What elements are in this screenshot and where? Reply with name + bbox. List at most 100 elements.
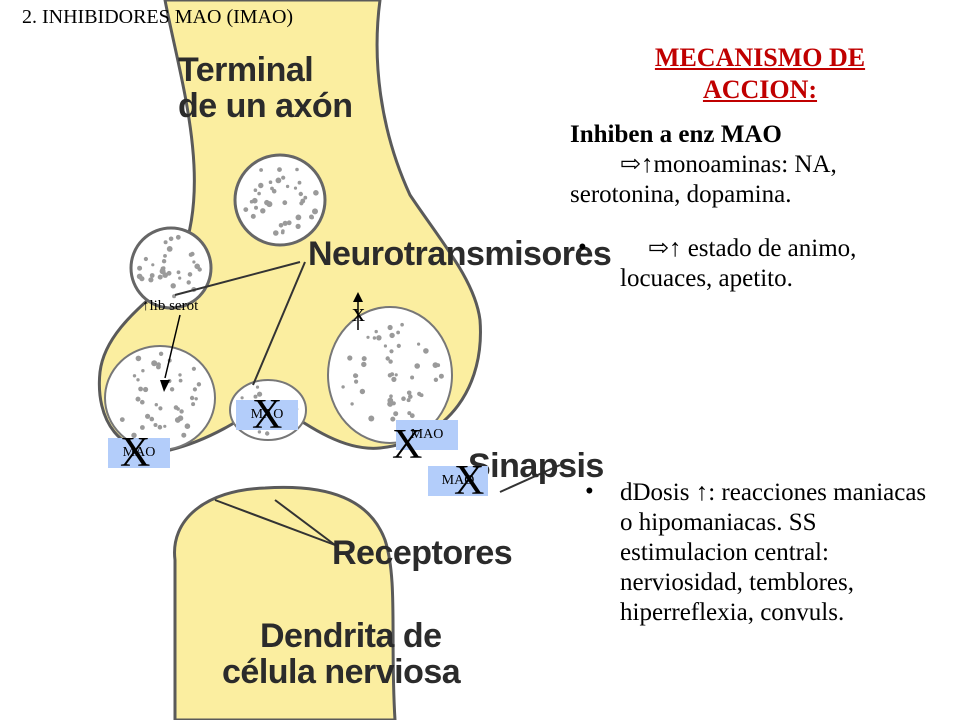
neurotransmitter-dot — [282, 200, 288, 206]
pointer-line — [274, 499, 336, 546]
neurotransmitter-dot — [195, 264, 200, 269]
neurotransmitter-dot — [192, 260, 196, 264]
arrow-up-icon: ↑ — [668, 235, 682, 262]
neurotransmitter-dot — [389, 394, 393, 399]
neurotransmitter-dot — [153, 423, 158, 427]
slide-title: 2. INHIBIDORES MAO (IMAO) — [22, 6, 294, 28]
neurotransmitter-dot — [391, 376, 397, 382]
neurotransmitter-dot — [423, 348, 429, 354]
neurotransmitter-dot — [131, 432, 137, 438]
neurotransmitter-dot — [295, 214, 302, 221]
lead-rest-text: monoaminas: NA, serotonina, dopamina. — [570, 151, 837, 208]
neurotransmitter-dot — [270, 186, 274, 191]
neurotransmitter-dot — [253, 394, 258, 399]
neurotransmitter-dot — [166, 246, 173, 252]
neurotransmitter-dot — [280, 230, 285, 235]
neurotransmitter-dot — [187, 272, 193, 277]
neurotransmitter-dot — [273, 230, 279, 236]
neurotransmitter-dot — [166, 270, 172, 276]
neurotransmitter-dot — [189, 395, 195, 401]
neurotransmitter-dot — [388, 359, 393, 364]
neurotransmitter-dot — [175, 234, 181, 240]
x-mark: X — [392, 422, 423, 468]
neurotransmitter-dot — [257, 430, 262, 434]
neurotransmitter-dot — [156, 362, 161, 367]
neurotransmitter-dot — [119, 417, 125, 422]
neurotransmitter-dot — [157, 424, 163, 430]
neurotransmitter-dot — [163, 254, 167, 258]
neurotransmitter-dot — [383, 344, 387, 348]
pointer-line — [214, 499, 336, 546]
neurotransmitter-dot — [163, 424, 167, 428]
arrow-up-icon: ↑ — [640, 151, 654, 178]
neurotransmitter-dot — [400, 322, 404, 327]
neurotransmitter-dot — [389, 332, 395, 339]
neurotransmitter-dots — [119, 167, 444, 438]
neurotransmitter-dot — [295, 223, 301, 229]
neurotransmitter-dot — [257, 191, 261, 196]
neurotransmitter-dot — [268, 180, 273, 184]
neurotransmitter-dot — [282, 220, 288, 226]
neurotransmitter-dot — [196, 382, 202, 387]
neurotransmitter-dot — [240, 396, 244, 400]
neurotransmitter-dot — [243, 207, 249, 213]
neurotransmitter-dot — [390, 416, 396, 422]
neurotransmitter-dot — [432, 362, 439, 368]
neurotransmitter-dot — [389, 349, 394, 354]
neurotransmitter-dot — [194, 397, 198, 401]
neurotransmitter-dot — [298, 191, 303, 197]
bullet-1-text: estado de animo, locuaces, apetito. — [620, 235, 857, 292]
neurotransmitter-dot — [401, 396, 406, 402]
neurotransmitter-dot — [275, 177, 282, 184]
neurotransmitter-dot — [353, 373, 358, 379]
neurotransmitter-dot — [310, 215, 314, 220]
neurotransmitter-dot — [140, 425, 145, 430]
neurotransmitter-dot — [140, 399, 145, 405]
x-mark: X — [252, 392, 283, 438]
neurotransmitter-dot — [178, 378, 183, 383]
bullet-dot: • — [578, 234, 587, 261]
neurotransmitter-dot — [376, 335, 382, 341]
neurotransmitter-dot — [409, 413, 415, 419]
mao-box: MAO — [236, 400, 298, 430]
neurotransmitter-dot — [313, 190, 319, 196]
neurotransmitter-dot — [438, 373, 444, 379]
neurotransmitter-dot — [406, 398, 411, 403]
arrow-right-icon: ⇨ — [620, 151, 641, 178]
neurotransmitter-dot — [176, 407, 180, 411]
neurotransmitter-dot — [151, 360, 158, 367]
neurotransmitter-dot — [178, 276, 182, 280]
neurotransmitter-dot — [281, 175, 286, 180]
neurotransmitter-dot — [186, 280, 191, 285]
dendrite-label: Dendrita de célula nerviosa — [222, 617, 461, 691]
neurotransmitter-dot — [286, 220, 292, 226]
neurotransmitter-dot — [433, 377, 439, 382]
neurotransmitter-dot — [149, 416, 155, 422]
neurotransmitter-dot — [407, 411, 412, 416]
neurotransmitter-dot — [159, 268, 166, 275]
lib-serot-arrow — [164, 314, 181, 379]
neurotransmitter-dot — [387, 401, 393, 407]
neurotransmitter-dot — [374, 329, 378, 334]
pointer-line — [252, 261, 306, 386]
neurotransmitter-dot — [361, 356, 367, 362]
neurotransmitter-dot — [178, 373, 182, 377]
vesicle — [129, 226, 213, 310]
neurotransmitter-dot — [176, 270, 181, 275]
neurotransmitter-dot — [366, 335, 370, 339]
neurotransmitter-dot — [257, 391, 263, 397]
neurotransmitter-dot — [361, 361, 367, 368]
vesicle — [233, 153, 327, 247]
lead-text: Inhiben a enz MAO ⇨↑monoaminas: NA, sero… — [570, 120, 920, 210]
neurotransmitter-dot — [148, 277, 154, 283]
neurotransmitter-dot — [312, 208, 318, 215]
neurotransmitter-dot — [254, 205, 258, 210]
neurotransmitter-dot — [260, 208, 266, 214]
neurotransmitter-dot — [158, 351, 164, 356]
neurotransmitter-dot — [137, 265, 143, 271]
neurotransmitter-dot — [139, 276, 145, 282]
neurotransmitters-label: Neurotransmisores — [308, 235, 612, 273]
neurotransmitter-dot — [410, 375, 415, 380]
x-mark: X — [120, 430, 151, 476]
